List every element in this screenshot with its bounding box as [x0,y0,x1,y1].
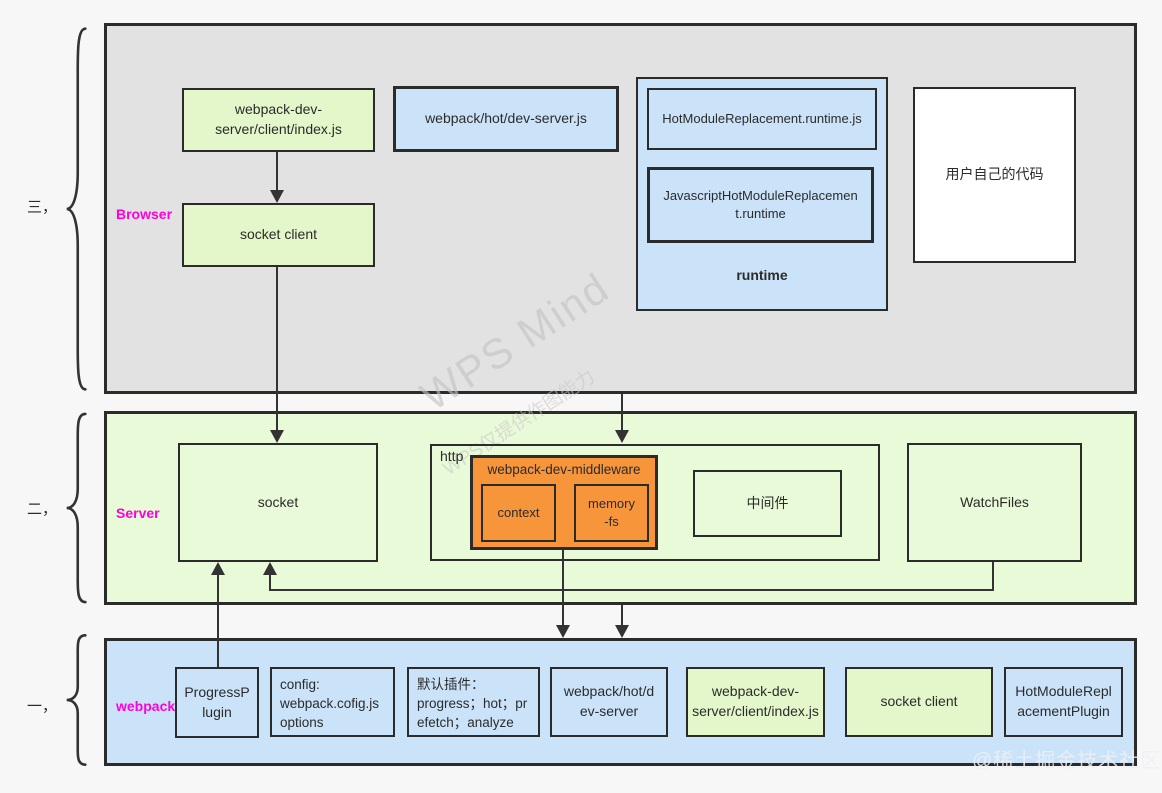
box-socket: socket [178,443,378,562]
box-wds-client-index-2-label: webpack-dev- server/client/index.js [692,683,819,719]
box-middleware-cn: 中间件 [693,470,842,537]
row-label-two: 二， [27,501,58,518]
arrowhead-index-to-socketclient [270,190,284,203]
box-default-plugins-label: 默认插件： progress；hot；pr efetch；analyze [417,677,528,730]
box-memory-fs: memory -fs [574,484,649,542]
box-hmr-runtime-js-label: HotModuleReplacement.runtime.js [662,110,862,126]
box-user-code: 用户自己的代码 [913,87,1076,263]
line-server-to-webpack [621,605,623,626]
box-user-code-label: 用户自己的代码 [945,166,1044,183]
row-label-three: 三， [27,199,58,216]
brace-server-section [62,412,90,604]
box-webpack-hot-dev-server: webpack/hot/d ev-server [550,667,668,737]
box-webpack-hot-dev-server-js-label: webpack/hot/dev-server.js [425,110,587,127]
brace-browser-section [62,25,90,393]
box-config-label: config: webpack.cofig.js options [280,677,380,730]
box-hmr-runtime-js: HotModuleReplacement.runtime.js [647,88,877,150]
line-watchfiles-horizontal [269,589,994,591]
box-default-plugins: 默认插件： progress；hot；pr efetch；analyze [407,667,540,737]
watermark-juejin: @稀土掘金技术社区 [972,750,1162,772]
box-wds-client-index-2: webpack-dev- server/client/index.js [686,667,825,737]
box-memory-fs-label: memory -fs [588,495,635,529]
line-watchfiles-up-to-socket [269,574,271,591]
arrowhead-server-to-webpack [615,625,629,638]
box-wds-client-index-label: webpack-dev- server/client/index.js [215,101,342,137]
line-socketclient-to-socket [276,267,278,431]
row-label-one: 一， [27,698,58,715]
box-hmr-plugin-label: HotModuleRepl acementPlugin [1015,683,1112,719]
middleware-title: webpack-dev-middleware [487,462,641,477]
box-middleware-cn-label: 中间件 [746,494,789,511]
box-socket-client: socket client [182,203,375,267]
box-context: context [481,484,556,542]
box-progress-plugin: ProgressP lugin [175,667,259,738]
box-js-hmr-runtime: JavascriptHotModuleReplacemen t.runtime [647,167,874,243]
box-js-hmr-runtime-label: JavascriptHotModuleReplacemen t.runtime [663,187,858,221]
box-webpack-hot-dev-server-js: webpack/hot/dev-server.js [393,86,619,152]
box-socket-label: socket [257,493,299,510]
line-middleware-to-webpack [562,550,564,626]
box-hmr-plugin: HotModuleRepl acementPlugin [1004,667,1123,737]
webpack-label: webpack [116,698,176,714]
box-config: config: webpack.cofig.js options [270,667,395,737]
line-browser-to-http [621,394,623,431]
box-webpack-hot-dev-server-label: webpack/hot/d ev-server [563,683,655,719]
arrowhead-progressplugin-to-socket [211,562,225,575]
http-label: http [440,448,464,464]
box-socket-client-2-label: socket client [880,693,958,710]
http-container [430,444,880,561]
runtime-label: runtime [736,267,788,283]
arrowhead-middleware-to-webpack [556,625,570,638]
arrowhead-watchfiles-to-socket [263,562,277,575]
box-socket-client-label: socket client [239,226,318,243]
arrowhead-socketclient-to-socket [270,430,284,443]
browser-label: Browser [116,206,173,222]
server-label: Server [116,505,160,521]
line-progressplugin-to-socket [217,574,219,667]
box-context-label: context [497,504,540,520]
line-index-to-socketclient [276,152,278,192]
box-wds-client-index: webpack-dev- server/client/index.js [182,88,375,152]
brace-webpack-section [62,634,90,766]
arrowhead-browser-to-http [615,430,629,443]
box-progress-plugin-label: ProgressP lugin [184,683,250,720]
line-watchfiles-down [992,562,994,591]
box-socket-client-2: socket client [845,667,993,737]
box-watchfiles-label: WatchFiles [960,493,1029,510]
box-watchfiles: WatchFiles [907,443,1082,562]
